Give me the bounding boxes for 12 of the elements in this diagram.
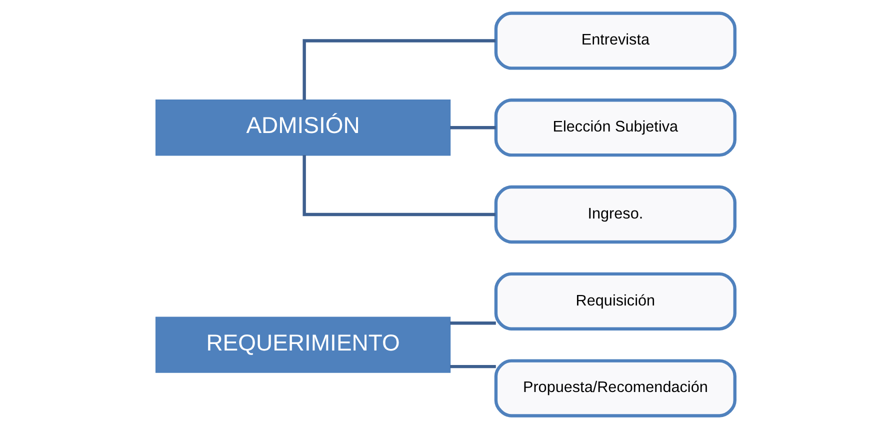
node-box: ADMISIÓN [154,100,450,156]
node-box: Entrevista [494,12,736,70]
connector [450,126,496,130]
node-box: REQUERIMIENTO [154,316,450,373]
node-box: Elección Subjetiva [494,98,736,157]
node-box: Propuesta/Recomendación [494,359,736,418]
node-box: Ingreso. [494,185,736,244]
connector [450,364,496,368]
connector [450,322,496,325]
node-box: Requisición [494,272,736,330]
connector [302,39,496,100]
connector [302,155,496,216]
